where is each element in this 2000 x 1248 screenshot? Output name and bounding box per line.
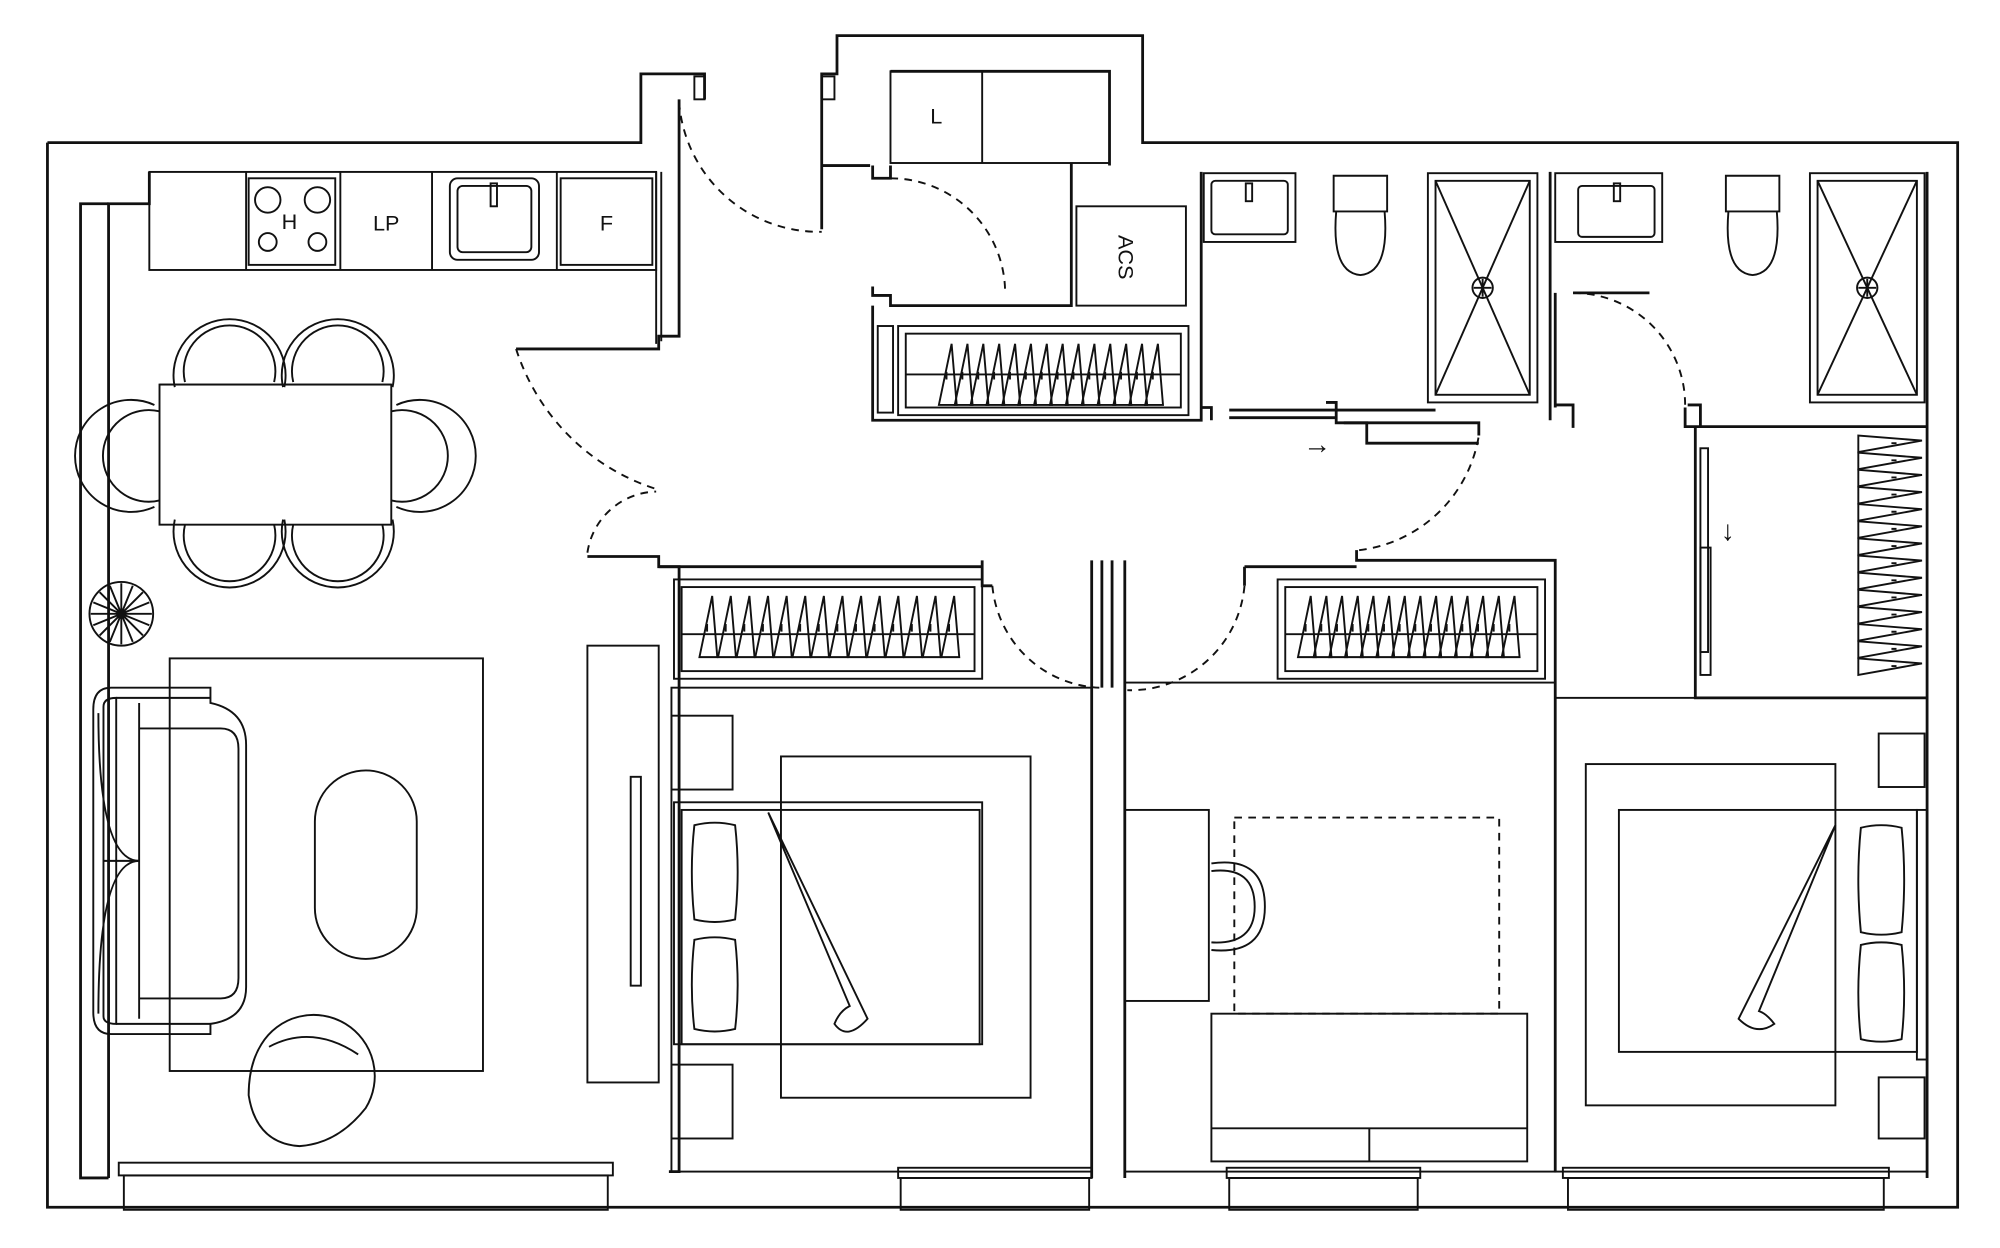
laundry-area	[889, 70, 1187, 307]
hanger-icon	[1857, 434, 1923, 454]
hob-label: H	[282, 209, 298, 234]
fridge-label: F	[600, 210, 613, 235]
hanger-icon	[1500, 595, 1521, 659]
hanger-icon	[1343, 595, 1364, 659]
hanger-icon	[772, 595, 793, 659]
hanger-icon	[791, 595, 812, 659]
hanger-icon	[754, 595, 775, 659]
hanger-icon	[1857, 554, 1923, 574]
bedroom-1	[670, 578, 1093, 1173]
hall-wardrobe-hangers	[937, 343, 1165, 406]
hanger-icon	[1857, 623, 1923, 642]
hanger-icon	[940, 595, 961, 659]
hanger-icon	[1001, 343, 1022, 406]
kitchen-sink-icon	[448, 177, 540, 261]
bedroom-2-wardrobe-hangers	[1296, 595, 1521, 659]
hanger-icon	[1857, 571, 1923, 591]
hanger-icon	[1032, 343, 1053, 406]
hanger-icon	[1144, 343, 1165, 406]
hanger-icon	[1857, 485, 1923, 505]
hanger-icon	[1112, 343, 1133, 406]
hanger-icon	[698, 595, 719, 659]
hanger-icon	[1080, 343, 1101, 406]
hanger-icon	[969, 343, 990, 406]
hanger-icon	[1453, 595, 1474, 659]
bedroom-2	[1123, 578, 1557, 1173]
hanger-icon	[953, 343, 974, 406]
hanger-icon	[1296, 595, 1317, 659]
bathroom-1	[1202, 172, 1539, 404]
hanger-icon	[809, 595, 831, 659]
hanger-icon	[1857, 503, 1923, 522]
hanger-icon	[1857, 605, 1923, 625]
hanger-icon	[1857, 468, 1923, 488]
hanger-icon	[1857, 640, 1923, 659]
door-swings	[515, 101, 1687, 692]
bathroom-2	[1554, 172, 1926, 404]
dishwasher-label: LP	[373, 210, 399, 235]
hanger-icon	[1857, 588, 1923, 608]
hanger-icon	[1484, 595, 1505, 659]
hanger-icon	[735, 595, 756, 659]
hanger-icon	[1048, 343, 1069, 406]
dining-table	[74, 318, 477, 589]
hanger-icon	[1359, 595, 1380, 659]
hanger-icon	[1328, 595, 1349, 659]
hanger-icon	[1422, 595, 1443, 659]
bedroom-3	[1554, 696, 1929, 1173]
hanger-icon	[985, 343, 1006, 406]
hanger-icon	[903, 595, 924, 659]
laundry-label: L	[930, 104, 942, 129]
walk-in-closet	[1699, 447, 1712, 676]
hanger-icon	[1128, 343, 1149, 406]
hanger-icon	[1390, 595, 1411, 659]
hanger-icon	[1437, 595, 1458, 659]
hanger-icon	[1857, 657, 1923, 677]
plant-icon	[88, 581, 155, 647]
hanger-icon	[828, 595, 849, 659]
water-heater-label: ACS	[1113, 235, 1138, 279]
hanger-icon	[1375, 595, 1396, 659]
hanger-icon	[1857, 520, 1923, 539]
hanger-icon	[937, 343, 958, 406]
hanger-icon	[921, 595, 942, 659]
hanger-icon	[716, 595, 737, 659]
living-area	[92, 644, 660, 1148]
hanger-icon	[1406, 595, 1427, 659]
hanger-icon	[1064, 343, 1085, 406]
kitchen-counter	[148, 170, 663, 344]
windows	[117, 1161, 1890, 1211]
hanger-icon	[1312, 595, 1333, 659]
closet-arrow: ↓	[1721, 515, 1735, 546]
hanger-icon	[865, 595, 886, 659]
hall-arrow: →	[1303, 428, 1331, 459]
outer-walls	[46, 34, 1960, 1209]
hanger-icon	[1017, 343, 1038, 406]
bedroom-1-wardrobe-hangers	[698, 595, 961, 659]
walk-in-closet-hangers	[1857, 434, 1923, 677]
hanger-icon	[884, 595, 905, 659]
hanger-icon	[1857, 451, 1923, 471]
hob-icon	[247, 177, 337, 266]
hanger-icon	[1857, 537, 1923, 557]
hanger-icon	[1469, 595, 1490, 659]
hanger-icon	[847, 595, 868, 659]
hanger-icon	[1096, 343, 1117, 406]
